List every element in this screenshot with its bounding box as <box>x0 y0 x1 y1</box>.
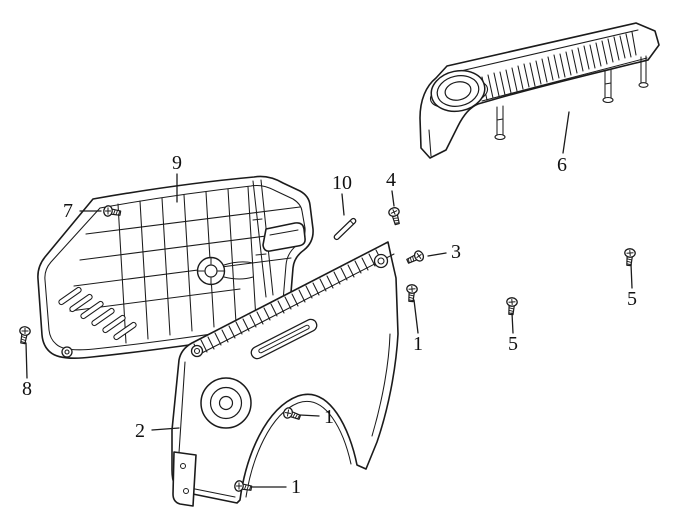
screw-8-icon <box>17 325 32 345</box>
panel-2-outline <box>171 241 399 504</box>
cover-6-mounting-pegs <box>494 55 649 141</box>
callout-4-label: 4 <box>386 169 396 191</box>
callout-6-label: 6 <box>557 154 567 176</box>
panel-2-hub-boss <box>200 377 252 429</box>
screw-5-right-icon <box>623 247 637 267</box>
panel-9-louver-vents <box>58 286 137 341</box>
callout-3-label: 3 <box>451 241 461 263</box>
callout-10-label: 10 <box>332 172 352 194</box>
panel-9-grid-horizontal-ribs <box>69 206 301 312</box>
panel-9-fork-detail <box>223 261 254 280</box>
panel-9-corner-grommet <box>61 346 73 358</box>
panel-2-left-eyelet <box>190 344 204 358</box>
panel-9-latch-inner-line <box>269 229 299 236</box>
cover-6-fold-lines <box>428 29 648 157</box>
screw-3-icon <box>404 248 426 267</box>
callout-8-label: 8 <box>22 378 32 400</box>
callout-2-label: 2 <box>135 420 145 442</box>
screw-5-center-icon <box>505 296 519 316</box>
screw-1-middle-icon <box>281 406 303 423</box>
callout-1-right-label: 1 <box>413 333 423 355</box>
callout-1-bottom-label: 1 <box>291 476 301 498</box>
callout-9-label: 9 <box>172 152 182 174</box>
part-2-front-panel <box>171 241 399 507</box>
screw-1-right-icon <box>405 283 419 303</box>
pin-10-icon <box>333 217 357 241</box>
callout-1-middle-label: 1 <box>324 406 334 428</box>
callout-leader-lines <box>25 111 633 488</box>
panel-9-center-boss <box>196 256 226 286</box>
panel-2-oblong-slot <box>250 318 318 360</box>
callout-5-right-label: 5 <box>627 288 637 310</box>
panel-2-band-bottom-edge <box>197 253 395 356</box>
panel-2-top-right-eyelet <box>373 253 389 269</box>
panel-2-inner-arch <box>245 400 352 498</box>
part-6-top-cover <box>419 22 660 159</box>
panel-9-latch-bracket <box>262 222 306 252</box>
cover-6-filler-collar <box>429 69 489 113</box>
part-9-side-panel <box>37 175 314 359</box>
panel-2-foot-bracket <box>172 451 197 507</box>
callout-7-label: 7 <box>63 200 73 222</box>
callout-5-center-label: 5 <box>508 333 518 355</box>
screw-4-icon <box>387 205 403 227</box>
